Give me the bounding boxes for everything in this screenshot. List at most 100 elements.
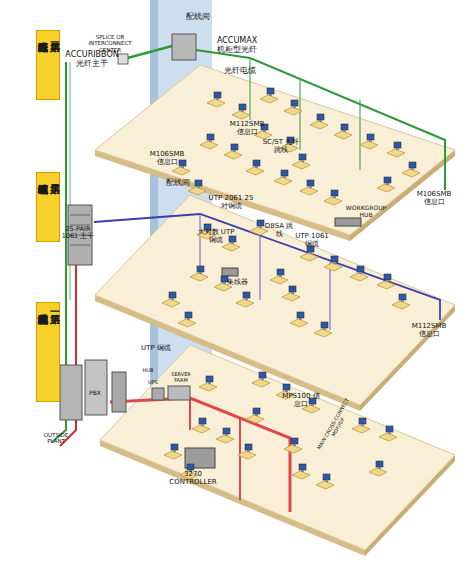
monitor [197, 266, 204, 272]
part-label: ACCURIBBON 光纤主干 [64, 50, 120, 68]
monitor-base [263, 130, 266, 132]
monitor [231, 144, 238, 150]
monitor-base [255, 414, 258, 416]
desk [270, 276, 288, 284]
monitor-base [201, 424, 204, 426]
monitor [376, 461, 383, 467]
desk [236, 299, 254, 307]
workstation [246, 408, 264, 423]
monitor-base [245, 298, 248, 300]
workstation [402, 162, 420, 177]
monitor [321, 322, 328, 328]
desk [360, 141, 378, 149]
workstation [387, 142, 405, 157]
desk [222, 243, 240, 251]
desk [246, 415, 264, 423]
copper-cable [110, 398, 290, 512]
monitor [331, 256, 338, 262]
desk [350, 273, 368, 281]
monitor-base [359, 272, 362, 274]
desk [324, 197, 342, 205]
desk [192, 425, 210, 433]
desk [292, 161, 310, 169]
part-label: 集线器 [222, 278, 252, 286]
monitor-base [386, 280, 389, 282]
monitor-base [411, 168, 414, 170]
desk [387, 149, 405, 157]
workstation [252, 372, 270, 387]
workstation [246, 160, 264, 175]
monitor [283, 384, 290, 390]
monitor-base [171, 298, 174, 300]
monitor-base [291, 292, 294, 294]
desk [300, 253, 318, 261]
band-body: 光纤区域布线 [37, 34, 48, 96]
workstation [334, 124, 352, 139]
part-label: 3270 CONTROLLER [168, 470, 218, 486]
hub [222, 268, 238, 276]
desk [207, 99, 225, 107]
floor-plate [95, 195, 455, 405]
monitor [223, 428, 230, 434]
monitor [297, 312, 304, 318]
desk [216, 435, 234, 443]
monitor-base [216, 98, 219, 100]
desk [190, 273, 208, 281]
desk [162, 299, 180, 307]
monitor [277, 269, 284, 275]
desk [290, 319, 308, 327]
monitor [187, 464, 194, 470]
monitor [341, 124, 348, 130]
desk [200, 141, 218, 149]
monitor-base [309, 186, 312, 188]
monitor-base [208, 382, 211, 384]
monitor [291, 438, 298, 444]
desk [310, 121, 328, 129]
monitor-base [279, 275, 282, 277]
workstation [282, 286, 300, 301]
part-label: OUTSIDE PLANT [38, 432, 74, 445]
band-body: 典型结构化布线系统 [37, 306, 48, 398]
splice-box [118, 54, 128, 64]
monitor-base [343, 130, 346, 132]
monitor [299, 154, 306, 160]
monitor [394, 142, 401, 148]
monitor-base [299, 318, 302, 320]
desk [178, 319, 196, 327]
monitor-base [378, 467, 381, 469]
monitor [399, 294, 406, 300]
monitor-base [231, 242, 234, 244]
monitor [253, 408, 260, 414]
workstation [192, 418, 210, 433]
desk [232, 111, 250, 119]
monitor-base [293, 444, 296, 446]
monitor [245, 444, 252, 450]
part-label: WORKGROUP HUB [340, 205, 392, 219]
part-label: 配线间 [160, 178, 196, 187]
part-label: M112SMB 信息口 [408, 322, 450, 338]
workstations [162, 88, 420, 489]
monitor [179, 160, 186, 166]
part-label: HUB [138, 368, 158, 374]
workstation [360, 134, 378, 149]
workstation [284, 100, 302, 115]
part-label: SC/ST 光纤跳线 [262, 138, 300, 154]
monitor-base [225, 434, 228, 436]
desk [324, 263, 342, 271]
desk [300, 187, 318, 195]
workstation [238, 444, 256, 459]
workstation [377, 177, 395, 192]
monitor-base [181, 166, 184, 168]
part-label: 大对数 UTP 铜缆 [196, 228, 236, 244]
workstation [236, 292, 254, 307]
monitor-base [323, 328, 326, 330]
workstation [292, 464, 310, 479]
workstation [284, 438, 302, 453]
desk [284, 107, 302, 115]
workstation [178, 312, 196, 327]
monitor-base [309, 252, 312, 254]
fiber-cabinet [172, 34, 196, 60]
workstation [188, 180, 206, 195]
monitor-base [285, 390, 288, 392]
